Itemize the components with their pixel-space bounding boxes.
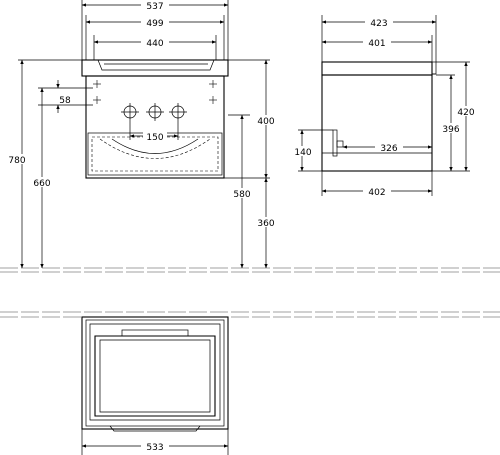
dim-396: 396	[442, 125, 459, 135]
wall-line	[0, 311, 500, 318]
side-cabinet-body	[321, 74, 433, 172]
dim-499: 499	[146, 19, 163, 29]
top-countertop	[81, 316, 229, 430]
dim-400: 400	[257, 117, 274, 127]
dim-401: 401	[368, 39, 385, 49]
dim-533: 533	[146, 443, 163, 453]
top-view	[81, 316, 229, 455]
dim-420: 420	[457, 108, 474, 118]
top-basin-bowl	[94, 335, 216, 417]
top-basin-outline	[89, 323, 221, 421]
dimension-labels: 537 499 440 780 660 58 400 580 360 150 4…	[4, 0, 479, 453]
dim-140: 140	[294, 148, 311, 158]
top-front-edge	[109, 425, 201, 432]
connection-points	[121, 103, 187, 121]
dim-440: 440	[146, 39, 163, 49]
dim-360: 360	[257, 219, 274, 229]
dim-326: 326	[380, 144, 397, 154]
dim-150: 150	[146, 133, 163, 143]
dim-58: 58	[59, 96, 71, 106]
dim-423: 423	[370, 19, 387, 29]
dim-780: 780	[8, 156, 25, 166]
mounting-holes	[93, 80, 217, 104]
side-wall-bracket	[431, 61, 437, 75]
dim-537: 537	[146, 2, 163, 12]
front-countertop	[81, 59, 229, 77]
side-view	[298, 15, 470, 196]
top-overflow	[121, 329, 189, 337]
floor-line	[0, 267, 500, 273]
side-drawer-handle	[332, 129, 338, 157]
dim-580: 580	[233, 190, 250, 200]
front-basin-edge	[97, 59, 215, 71]
front-cabinet-body	[85, 75, 225, 179]
dim-402: 402	[368, 188, 385, 198]
front-view	[18, 0, 270, 179]
dim-660: 660	[33, 179, 50, 189]
side-countertop	[321, 61, 433, 76]
